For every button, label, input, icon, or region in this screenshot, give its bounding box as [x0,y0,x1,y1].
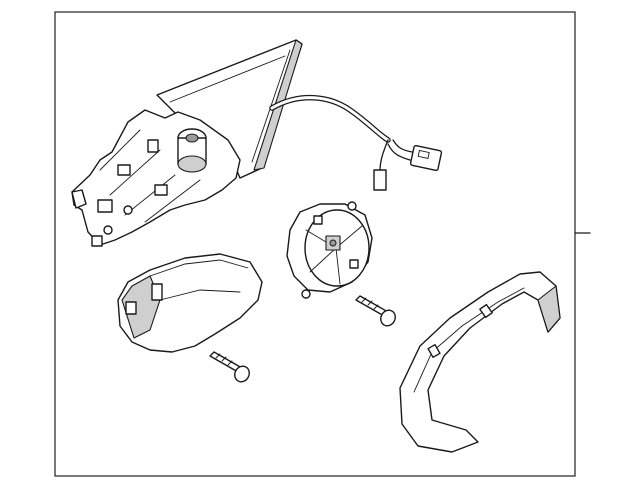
harness-branch-b [392,139,413,153]
actuator-hub-hole [329,239,337,247]
skull-cap-clip-2 [479,303,493,319]
lower-cover-crease [159,289,241,301]
lower-cover [117,253,263,353]
pivot-boss-base [177,155,207,173]
actuator-mount-top [347,201,357,211]
base-clip-1 [117,164,131,176]
harness-branch-c [387,143,411,161]
harness-main-cable-inner [270,96,390,142]
actuator-motor [286,201,373,299]
cover-screw-thread [215,353,233,366]
base-bolt-hole-1 [123,205,133,215]
actuator-screw-head [380,309,396,327]
base-frame-ribs [99,129,201,223]
harness-branch-a [379,139,389,171]
base-bolt-hole-2 [103,225,113,235]
skull-cap-end-face [537,285,561,333]
actuator-tab-1 [313,215,323,225]
skull-cap-outer [399,271,561,453]
skull-cap-rim-line [413,287,525,393]
actuator-screw-thread [361,297,379,310]
base-clip-4 [154,184,168,196]
cover-screw [209,351,250,383]
base-tab-left [71,189,87,209]
sail-inner-line [169,55,286,103]
wiring-harness [269,95,443,191]
cover-screw-head [234,365,250,383]
pivot-boss-hole [185,133,199,143]
base-foot [91,235,103,247]
actuator-mount-bottom [301,289,311,299]
lower-cover-shell [117,253,263,353]
actuator-tab-2 [349,259,359,269]
harness-connector-small [373,169,387,191]
mirror-housing-assembly [71,39,303,247]
lower-cover-tab [125,301,137,315]
base-clip-2 [147,139,159,153]
lower-cover-clip [151,283,163,301]
base-clip-3 [97,199,113,213]
connector-latch [417,149,430,159]
skull-cap-clip-1 [427,343,441,359]
skull-cap-cover [399,271,561,453]
lower-cover-lip [149,259,249,277]
actuator-screw [355,295,396,327]
